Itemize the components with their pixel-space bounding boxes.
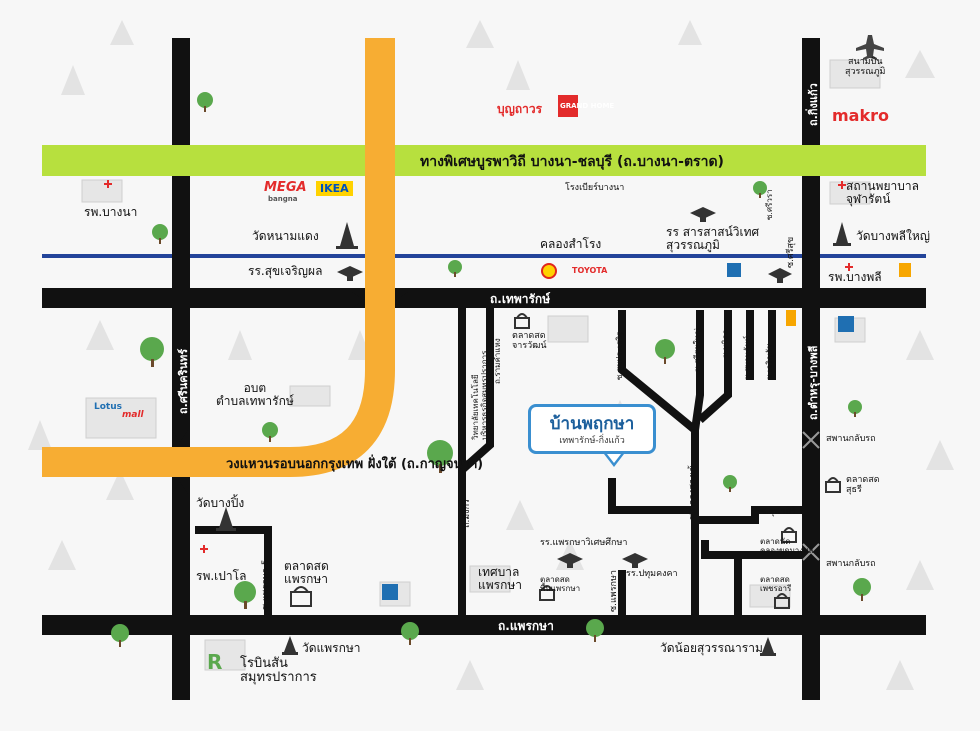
mahidon-label: ซ.มหิดล xyxy=(721,329,730,358)
wat-noi-label: วัดน้อยสุวรรณาราม xyxy=(660,641,763,655)
temple-icons xyxy=(216,222,851,656)
district-office-label: อบต ตำบลเทพารักษ์ xyxy=(216,381,294,409)
overpass-marks xyxy=(802,431,820,561)
local-sois xyxy=(195,298,811,625)
khlong-soi-label: ซ.คลองสองเข้ xyxy=(688,465,698,520)
canal-label: คลองสำโรง xyxy=(540,237,602,251)
robinson-logo: R xyxy=(207,650,223,674)
market-icons xyxy=(290,313,841,609)
tree-icons xyxy=(111,92,871,647)
sirisuk-label: ซ.ศรีสุข xyxy=(786,236,796,268)
grandhome-logo: GRAND HOME xyxy=(560,102,615,110)
stadium2-label: สพานกลับรถ xyxy=(826,559,876,569)
rr-sukhajaren-label: รร.สุขเจริญผล xyxy=(248,264,323,278)
rr-patumkhongka-label: รร.ปทุมคงคา xyxy=(626,569,678,579)
chupsri-label: ซ.จุฬาสิริ xyxy=(760,507,796,517)
ring-road xyxy=(42,38,395,477)
srinakarin-label: ถ.ศรีนครินทร์ xyxy=(177,348,190,414)
school-icons xyxy=(337,207,792,568)
hospital-crosses xyxy=(104,180,853,553)
ring-road-label: วงแหวนรอบนอกกรุงเทพ ฝั่งใต้ (ถ.กาญจนาฯ) xyxy=(226,457,484,472)
mangkon-label: ถ.มังกร xyxy=(462,499,472,528)
robinson-label: โรบินสัน สมุทรปราการ xyxy=(240,656,317,686)
wat-bangphli-yai-label: วัดบางพลีใหญ่ xyxy=(856,229,931,243)
municipal-label: เทศบาล แพรกษา xyxy=(478,565,523,593)
market-sutti-label: ตลาดสด สุธรี xyxy=(846,475,880,495)
destination-pin[interactable]: บ้านพฤกษา เทพารักษ์-กิ่งแก้ว xyxy=(528,404,656,454)
boonthavorn-logo: บุญถาวร xyxy=(497,102,543,116)
wat-nammadaeng-label: วัดหนามแดง xyxy=(252,229,319,243)
king-kaeo-label: ถ.กิ่งแก้ว xyxy=(807,83,820,126)
market-phraeksa-phun-label: ตลาดสด พื้นแพรกษา xyxy=(540,575,581,593)
lotus-mall-logo: mall xyxy=(122,410,144,420)
background-trees xyxy=(28,20,954,690)
bank-icons xyxy=(382,263,854,600)
ring-arrows xyxy=(172,292,408,494)
hosp-bangphli-label: รพ.บางพลี xyxy=(828,270,882,284)
market-khlong-label: ตลาดนัด คลองขุดบางพลี xyxy=(760,537,814,555)
airport-label: สนามบิน สุวรรณภูมิ xyxy=(845,57,886,77)
rr-suvarnabhumi-label: รร สารสาสน์วิเทศ สุวรรณภูมิ xyxy=(666,225,760,253)
srisukyai-label: ซ.ศรีสุขใหญ่ xyxy=(693,328,702,372)
ramkhamhaeng-label: ถ.รามคำแหง xyxy=(493,338,502,384)
sukprasoeng-label: ซ.สุขประเสริฐ xyxy=(615,331,624,380)
sriwan-label: ซ.ศรีวรา xyxy=(765,189,774,220)
samakkhi-label: ซ.สมานฉันท์ xyxy=(743,335,752,380)
building-blocks xyxy=(81,59,881,671)
mega-sub: bangna xyxy=(268,195,298,203)
phraeksa-label: ถ.แพรกษา xyxy=(498,619,554,633)
makro-logo: makro xyxy=(832,106,889,125)
wat-bangping-label: วัดบางปิ้ง xyxy=(196,496,245,510)
brand-marks xyxy=(541,95,911,326)
hosp-paolo-label: รพ.เปาโล xyxy=(196,569,247,583)
hosp-juthas-label: สถานพยาบาล จุฬารัตน์ xyxy=(846,179,919,207)
rr-phraeksawitsek-label: รร.แพรกษาวิเศษศึกษา xyxy=(540,538,628,548)
airplane-icon xyxy=(856,35,884,60)
market-petchpan-label: ตลาดสด เพชรอารี xyxy=(760,575,792,593)
motorway-label: ทางพิเศษบูรพาวิถี บางนา-ชลบุรี (ถ.บางนา-… xyxy=(420,154,724,170)
phraeksa5-label: ซ.แพรกษา 5 xyxy=(261,559,271,610)
tamru-label: ถ.ตำหรุ-บางพลี xyxy=(807,345,820,420)
market-phraeksa-label: ตลาดสด แพรกษา xyxy=(284,559,329,587)
theparak-label: ถ.เทพารักษ์ xyxy=(490,292,551,306)
charoen-label: ซ.เจริญรัช xyxy=(765,343,774,380)
mega-logo: MEGA xyxy=(264,180,307,195)
ikea-logo: IKEA xyxy=(316,181,353,196)
phraeksa-soi-label: ซ.แพรกษา xyxy=(609,570,619,612)
lotus-logo: Lotus xyxy=(94,402,122,412)
vocational-label: วิทยาลัยเทคโนโลยี บริหารธุรกิจสมุทรปรากา… xyxy=(471,350,489,440)
hosp-bangna-label: รพ.บางนา xyxy=(84,205,138,219)
stadium1-label: สพานกลับรถ xyxy=(826,434,876,444)
motorway-road xyxy=(42,145,926,176)
market-jarawat-label: ตลาดสด จารวัฒน์ xyxy=(512,331,547,351)
wat-phraeksa-label: วัดแพรกษา xyxy=(302,641,361,655)
toyota-logo: TOYOTA xyxy=(572,266,608,275)
beer-factory-label: โรงเบียร์บางนา xyxy=(565,183,625,193)
destination-subtitle: เทพารักษ์-กิ่งแก้ว xyxy=(559,436,625,446)
destination-title: บ้านพฤกษา xyxy=(549,414,635,434)
